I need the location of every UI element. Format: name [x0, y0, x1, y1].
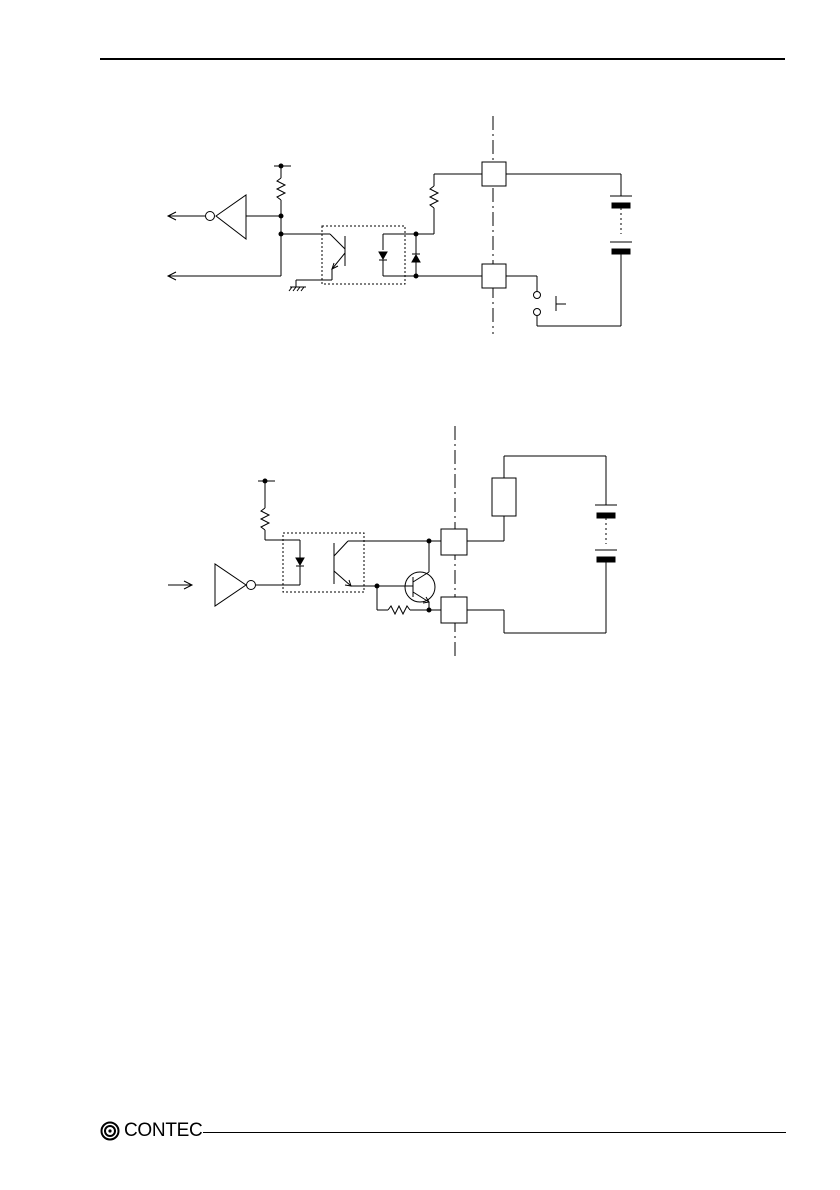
- footer: CONTEC: [100, 1116, 786, 1146]
- input-arrow: [168, 581, 192, 589]
- output-transistor: [375, 539, 441, 614]
- footer-rule: [203, 1132, 786, 1133]
- contec-logo-icon: [100, 1121, 120, 1141]
- connector-boundary: [441, 426, 467, 656]
- output-circuit-diagram: [0, 0, 840, 700]
- brand-name: CONTEC: [124, 1120, 202, 1142]
- inverter-gate: [215, 564, 300, 606]
- pull-up-resistor: [258, 479, 300, 540]
- contec-logo: CONTEC: [100, 1120, 202, 1142]
- photocoupler: [283, 533, 429, 592]
- external-load-and-supply: [467, 456, 617, 633]
